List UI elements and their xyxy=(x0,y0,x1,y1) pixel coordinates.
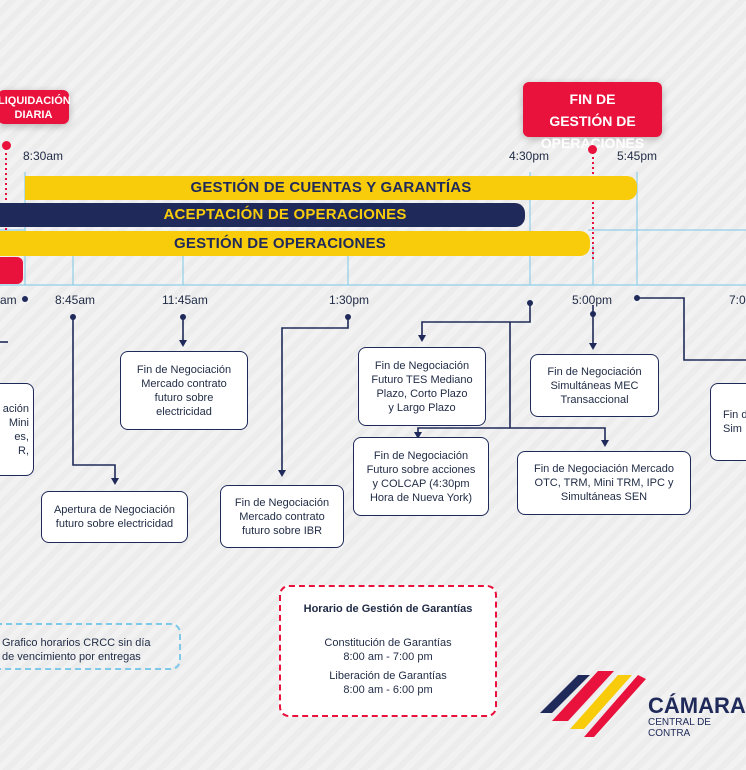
time-545pm: 5:45pm xyxy=(617,149,658,163)
camara-logo: CÁMARA CENTRAL DE CONTRA xyxy=(538,663,746,743)
bar-gestion-cuentas: Gestión de cuentas y garantías xyxy=(25,176,637,200)
box-fin-acciones-text: Fin de Negociación Futuro sobre acciones… xyxy=(366,449,476,504)
time-130pm: 1:30pm xyxy=(329,293,370,307)
horario-constitucion: Constitución de Garantías xyxy=(324,637,452,649)
horario-garantias: Horario de Gestión de Garantías Constitu… xyxy=(279,585,497,717)
dot-545 xyxy=(634,295,640,301)
box-fin-mec-text: Fin de Negociación Simultáneas MEC Trans… xyxy=(547,365,642,406)
red-bar-stub xyxy=(0,257,23,284)
box-apertura-electricidad: Apertura de Negociación futuro sobre ele… xyxy=(41,491,188,543)
logo-stripes-icon xyxy=(540,671,646,737)
dot-500 xyxy=(590,311,596,317)
bar-gestion-operaciones: Gestión de operaciones xyxy=(0,231,590,256)
bar-aceptacion: Aceptación de operaciones xyxy=(0,203,525,227)
time-845am: 8:45am xyxy=(55,293,96,307)
box-fin-mec: Fin de Negociación Simultáneas MEC Trans… xyxy=(530,354,659,417)
box-fin-acciones: Fin de Negociación Futuro sobre acciones… xyxy=(353,437,489,516)
box-fin-tes: Fin de Negociación Futuro TES Mediano Pl… xyxy=(358,347,486,426)
fin-gestion-tag: Fin de gestión de operaciones xyxy=(523,82,662,151)
liquidacion-marker xyxy=(2,141,11,150)
fin-gestion-marker xyxy=(588,145,597,154)
horario-title: Horario de Gestión de Garantías xyxy=(303,603,473,615)
box-fin-otc-text: Fin de Negociación Mercado OTC, TRM, Min… xyxy=(533,463,675,503)
logo-name: CÁMARA xyxy=(648,693,746,718)
dot-130 xyxy=(345,314,351,320)
legend-text: Grafico horarios CRCC sin día de vencimi… xyxy=(2,637,151,663)
box-left-partial: ación Mini es, R, xyxy=(0,383,34,476)
time-800am: am xyxy=(0,293,17,307)
box-fin-ibr: Fin de Negociación Mercado contrato futu… xyxy=(220,485,344,548)
box-left-partial-text: ación Mini es, R, xyxy=(2,402,29,457)
box-right-partial-text: Fin d Sim xyxy=(723,409,746,435)
legend-note: Grafico horarios CRCC sin día de vencimi… xyxy=(0,623,181,670)
time-700pm: 7:0 xyxy=(729,293,746,307)
time-430pm: 4:30pm xyxy=(509,149,550,163)
dot-1145 xyxy=(180,314,186,320)
box-fin-otc: Fin de Negociación Mercado OTC, TRM, Min… xyxy=(517,451,691,515)
horario-liberacion-time: 8:00 am - 6:00 pm xyxy=(343,684,433,696)
dot-430 xyxy=(527,300,533,306)
liquidacion-diaria-tag: Liquidación Diaria xyxy=(0,90,71,124)
box-fin-electricidad: Fin de Negociación Mercado contrato futu… xyxy=(120,351,248,430)
time-500pm: 5:00pm xyxy=(572,293,613,307)
time-1145am: 11:45am xyxy=(162,293,208,307)
time-830am: 8:30am xyxy=(23,149,64,163)
box-fin-electricidad-text: Fin de Negociación Mercado contrato futu… xyxy=(136,363,232,418)
logo-subtitle: CENTRAL DE CONTRA xyxy=(648,717,711,739)
box-apertura-electricidad-text: Apertura de Negociación futuro sobre ele… xyxy=(53,504,176,530)
box-fin-ibr-text: Fin de Negociación Mercado contrato futu… xyxy=(234,496,330,537)
horario-constitucion-time: 8:00 am - 7:00 pm xyxy=(343,651,433,663)
dot-845 xyxy=(70,314,76,320)
dot-800 xyxy=(22,296,28,302)
box-right-partial: Fin d Sim xyxy=(710,383,746,461)
horario-liberacion: Liberación de Garantías xyxy=(329,670,447,682)
box-fin-tes-text: Fin de Negociación Futuro TES Mediano Pl… xyxy=(371,359,473,414)
